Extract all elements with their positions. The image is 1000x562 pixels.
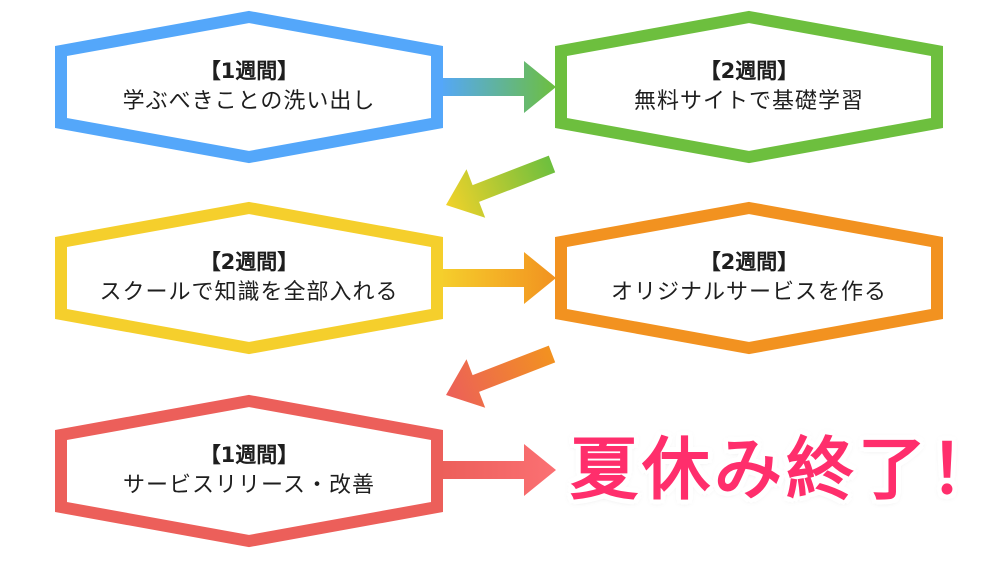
step-description: 無料サイトで基礎学習 <box>633 89 864 114</box>
hexagon-outline <box>55 201 443 355</box>
hexagon-outline <box>55 394 443 548</box>
arrow-right-icon <box>440 61 556 113</box>
hexagon-outline <box>55 10 443 164</box>
step-description: スクールで知識を全部入れる <box>99 280 399 305</box>
hexagon-outline <box>555 10 943 164</box>
step-duration: 【2週間】 <box>699 59 799 83</box>
step-duration: 【2週間】 <box>699 250 799 274</box>
step-5-hexagon: 【1週間】 サービスリリース・改善 <box>55 394 443 548</box>
step-1-hexagon: 【1週間】 学ぶべきことの洗い出し <box>55 10 443 164</box>
step-duration: 【1週間】 <box>199 443 299 467</box>
arrow-down-left-icon <box>446 155 556 218</box>
summer-break-over-banner: 夏休み終了！ <box>570 431 1000 510</box>
step-2-hexagon: 【2週間】 無料サイトで基礎学習 <box>555 10 943 164</box>
step-description: サービスリリース・改善 <box>123 473 375 498</box>
step-description: 学ぶべきことの洗い出し <box>122 89 376 114</box>
arrow-right-icon <box>440 252 556 304</box>
step-description: オリジナルサービスを作る <box>610 280 887 305</box>
step-3-hexagon: 【2週間】 スクールで知識を全部入れる <box>55 201 443 355</box>
arrow-down-left-icon <box>446 345 556 408</box>
arrow-right-icon <box>440 444 556 496</box>
step-duration: 【1週間】 <box>199 59 299 83</box>
step-4-hexagon: 【2週間】 オリジナルサービスを作る <box>555 201 943 355</box>
hexagon-outline <box>555 201 943 355</box>
step-duration: 【2週間】 <box>199 250 299 274</box>
